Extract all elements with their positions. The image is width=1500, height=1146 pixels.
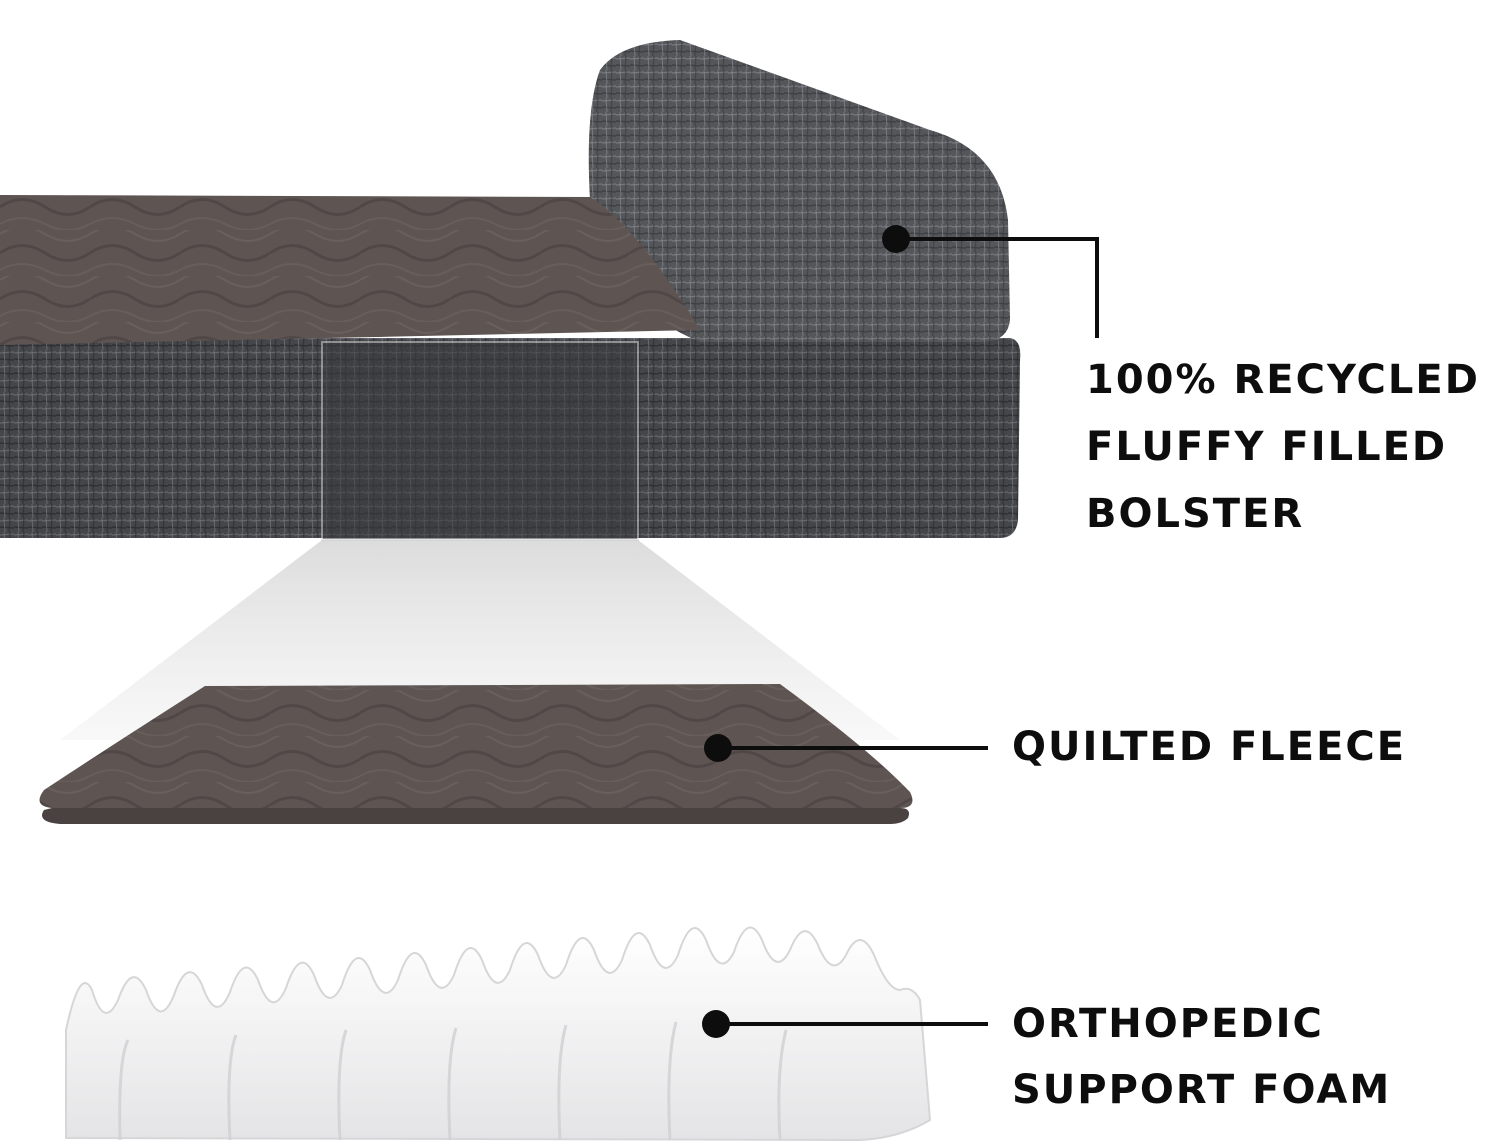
callout-bolster-line: FLUFFY FILLED [1086,424,1448,470]
callout-fleece-leader [704,734,988,762]
callout-foam-label: ORTHOPEDIC SUPPORT FOAM [1012,991,1391,1123]
callout-foam-leader [702,1010,988,1038]
mattress-top-fleece [0,195,700,345]
orthopedic-foam-layer [65,926,932,1142]
quilted-fleece-layer [39,684,913,824]
callout-bolster-label: 100% RECYCLED FLUFFY FILLED BOLSTER [1086,347,1480,548]
callout-bolster-line: 100% RECYCLED [1086,357,1480,403]
callout-bolster-leader [882,225,1099,338]
callout-foam-line: SUPPORT FOAM [1012,1067,1392,1113]
cutaway-window [321,341,639,541]
callout-bolster-line: BOLSTER [1086,491,1305,537]
callout-foam-line: ORTHOPEDIC [1012,1001,1324,1047]
callout-fleece-line: QUILTED FLEECE [1012,724,1407,770]
callout-fleece-label: QUILTED FLEECE [1012,714,1406,781]
bolster [588,40,1010,342]
